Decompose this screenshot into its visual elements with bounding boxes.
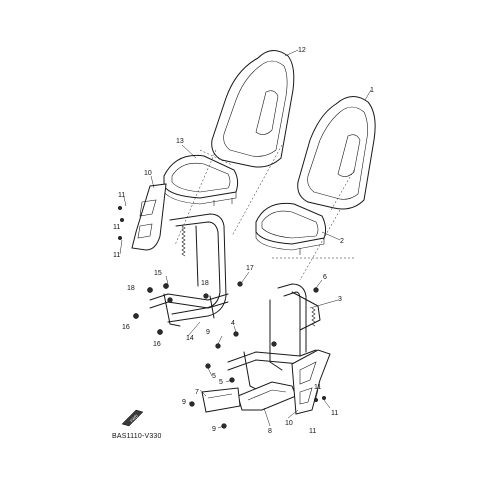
callout-17: 17 xyxy=(246,265,254,272)
callout-11-a: 11 xyxy=(118,192,125,199)
callout-11-b: 11 xyxy=(113,224,120,231)
callout-1: 1 xyxy=(370,87,374,94)
callout-5-a: 5 xyxy=(212,373,216,380)
side-plate-right xyxy=(291,349,331,415)
seat-cushion-right xyxy=(255,202,327,255)
callout-11-f: 11 xyxy=(309,428,316,435)
callout-12: 12 xyxy=(298,47,306,54)
callout-2: 2 xyxy=(340,238,344,245)
callout-9-a: 9 xyxy=(206,329,210,336)
callout-10-right: 10 xyxy=(285,420,293,427)
callout-18-left: 18 xyxy=(127,285,135,292)
callout-14: 14 xyxy=(186,335,194,342)
callout-9-c: 9 xyxy=(212,426,216,433)
callout-5-b: 5 xyxy=(219,379,223,386)
callout-8: 8 xyxy=(268,428,272,435)
fwd-direction-badge: FWD xyxy=(121,409,144,427)
callout-18-right: 18 xyxy=(201,280,209,287)
assembly-reference-lines xyxy=(174,144,355,281)
callout-13: 13 xyxy=(176,138,184,145)
callout-9-b: 9 xyxy=(182,399,186,406)
callout-6: 6 xyxy=(323,274,327,281)
seat-backrest-left xyxy=(211,50,295,168)
callout-labels: 12 1 13 10 11 11 11 2 17 6 15 18 18 3 16… xyxy=(113,47,374,435)
diagram-code: BAS1110-V330 xyxy=(112,433,162,440)
leader-lines xyxy=(119,49,372,429)
callout-11-e: 11 xyxy=(331,410,338,417)
callout-7: 7 xyxy=(195,389,199,396)
side-plate-left xyxy=(131,183,167,251)
fwd-badge-text: FWD xyxy=(129,413,139,423)
callout-11-c: 11 xyxy=(113,252,120,259)
fasteners xyxy=(117,205,327,429)
callout-15: 15 xyxy=(154,270,162,277)
callout-10-left: 10 xyxy=(144,170,152,177)
callout-3: 3 xyxy=(338,296,342,303)
callout-16-right: 16 xyxy=(153,341,161,348)
seat-cushion-left xyxy=(163,154,239,206)
callout-11-d: 11 xyxy=(314,384,321,391)
callout-4: 4 xyxy=(231,320,235,327)
seat-backrest-right xyxy=(297,96,376,210)
seat-rail xyxy=(201,387,241,413)
seat-frame-left xyxy=(149,213,229,327)
callout-16-left: 16 xyxy=(122,324,130,331)
